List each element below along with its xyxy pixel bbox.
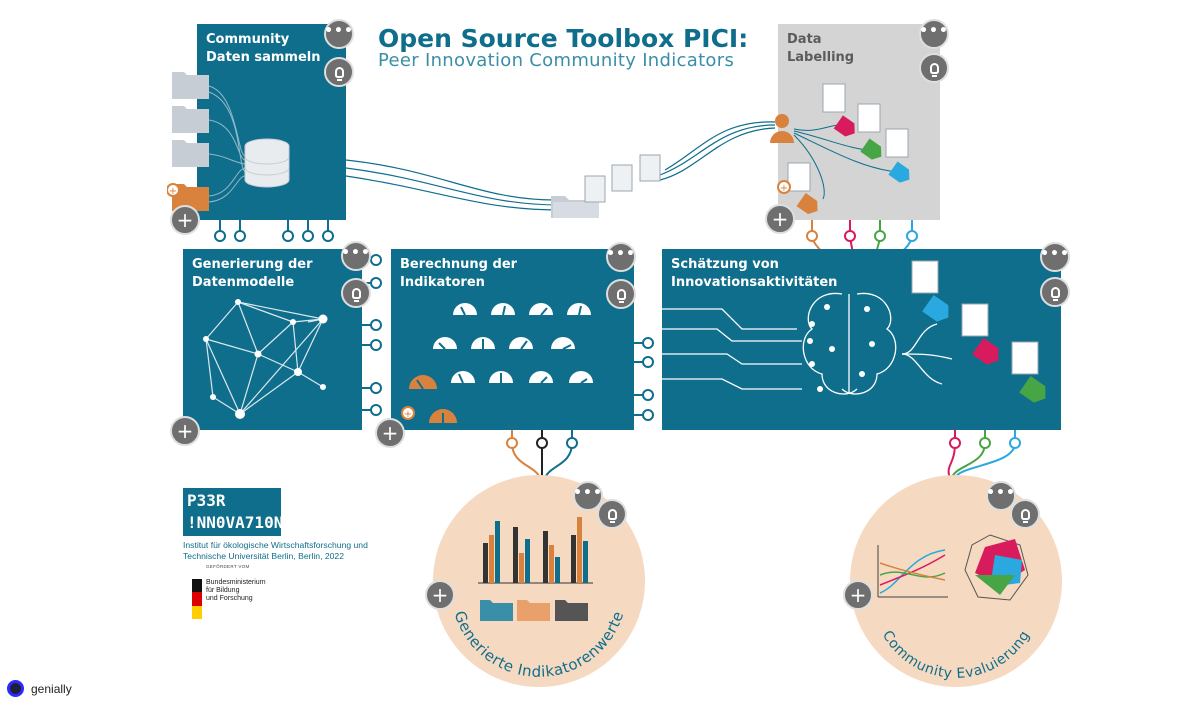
genially-brand[interactable]: genially xyxy=(31,682,72,696)
panel-title-berechnung: Berechnung der Indikatoren xyxy=(400,257,518,290)
panel-title-labelling: Data Labelling xyxy=(787,32,855,65)
berechnung-connectors xyxy=(506,430,578,479)
labelling-illustration: + xyxy=(770,83,910,215)
schaetzung-more-button[interactable]: ••• xyxy=(1040,242,1070,272)
institute-credit: Institut für ökologische Wirtschaftsfors… xyxy=(183,540,368,561)
panel-title-modelle: Generierung der Datenmodelle xyxy=(192,257,313,290)
document-icon xyxy=(787,83,909,192)
schaetzung-info-button[interactable] xyxy=(1040,277,1070,307)
berechnung-info-button[interactable] xyxy=(606,279,636,309)
community-connectors xyxy=(214,220,334,242)
ministry-logo-text: Bundesministerium für Bildung und Forsch… xyxy=(206,579,266,602)
panel-data-labelling: Data Labelling + xyxy=(770,24,940,220)
circle-label-evaluierung: Community Evaluierung xyxy=(879,628,1033,682)
schaetzung-connectors xyxy=(947,430,1021,479)
panel-title-schaetzung: Schätzung von Innovationsaktivitäten xyxy=(671,257,838,290)
german-flag-icon xyxy=(192,579,202,619)
genially-logo-icon[interactable] xyxy=(7,680,24,697)
tag-icon xyxy=(922,294,1046,403)
evaluierung-info-button[interactable] xyxy=(1010,499,1040,529)
indikatorwerte-add-button[interactable]: + xyxy=(425,580,455,610)
line-chart-icon: Community Evaluierung xyxy=(877,534,1033,682)
gauge-icon: + xyxy=(401,303,593,423)
circle-evaluierung: Community Evaluierung xyxy=(850,475,1062,687)
radar-chart-icon xyxy=(964,534,1029,601)
network-icon xyxy=(203,299,328,419)
community-add-button[interactable]: + xyxy=(170,205,200,235)
svg-text:+: + xyxy=(780,183,788,194)
brain-circuit-icon xyxy=(662,260,1046,403)
indikatorwerte-info-button[interactable] xyxy=(597,499,627,529)
labelling-add-button[interactable]: + xyxy=(765,204,795,234)
berechnung-add-button[interactable]: + xyxy=(375,418,405,448)
labelling-more-button[interactable]: ••• xyxy=(919,19,949,49)
svg-text:+: + xyxy=(404,409,412,420)
peer-innovation-logo: P33R !NN0VA710N xyxy=(183,488,283,536)
lightbulb-icon xyxy=(1050,286,1060,301)
data-flow-lines xyxy=(345,121,776,211)
panel-datenmodelle: Generierung der Datenmodelle xyxy=(183,249,362,430)
modelle-add-button[interactable]: + xyxy=(170,416,200,446)
folder-icon xyxy=(480,600,588,621)
evaluierung-add-button[interactable]: + xyxy=(843,580,873,610)
panel-community-daten: Community Daten sammeln + xyxy=(167,24,346,220)
page-title: Open Source Toolbox PICI: xyxy=(378,24,749,53)
modelle-more-button[interactable]: ••• xyxy=(341,241,371,271)
circle-indikatorwerte: Generierte Indikatorenwerte xyxy=(433,475,645,687)
panel-title-community: Community Daten sammeln xyxy=(206,32,321,65)
lightbulb-icon xyxy=(607,508,617,523)
lightbulb-icon xyxy=(616,288,626,303)
labelling-info-button[interactable] xyxy=(919,53,949,83)
lightbulb-icon xyxy=(1020,508,1030,523)
berechnung-more-button[interactable]: ••• xyxy=(606,242,636,272)
panel-berechnung: Berechnung der Indikatoren + xyxy=(391,249,634,430)
folder-icon xyxy=(172,72,209,167)
lightbulb-icon xyxy=(334,66,344,81)
person-icon xyxy=(770,114,794,143)
funded-by-label: GEFÖRDERT VOM xyxy=(206,564,250,569)
community-more-button[interactable]: ••• xyxy=(324,19,354,49)
document-icon xyxy=(911,260,1039,375)
svg-text:+: + xyxy=(169,186,177,197)
bar-chart-icon: Generierte Indikatorenwerte xyxy=(451,517,627,681)
lightbulb-icon xyxy=(351,287,361,302)
page-subtitle: Peer Innovation Community Indicators xyxy=(378,50,735,71)
database-icon: + xyxy=(167,72,290,211)
transfer-document-icon xyxy=(584,154,661,203)
panel-schaetzung: Schätzung von Innovationsaktivitäten xyxy=(662,249,1061,430)
community-info-button[interactable] xyxy=(324,57,354,87)
side-connectors xyxy=(362,254,654,421)
tag-icon xyxy=(796,115,910,215)
modelle-info-button[interactable] xyxy=(341,278,371,308)
lightbulb-icon xyxy=(929,62,939,77)
